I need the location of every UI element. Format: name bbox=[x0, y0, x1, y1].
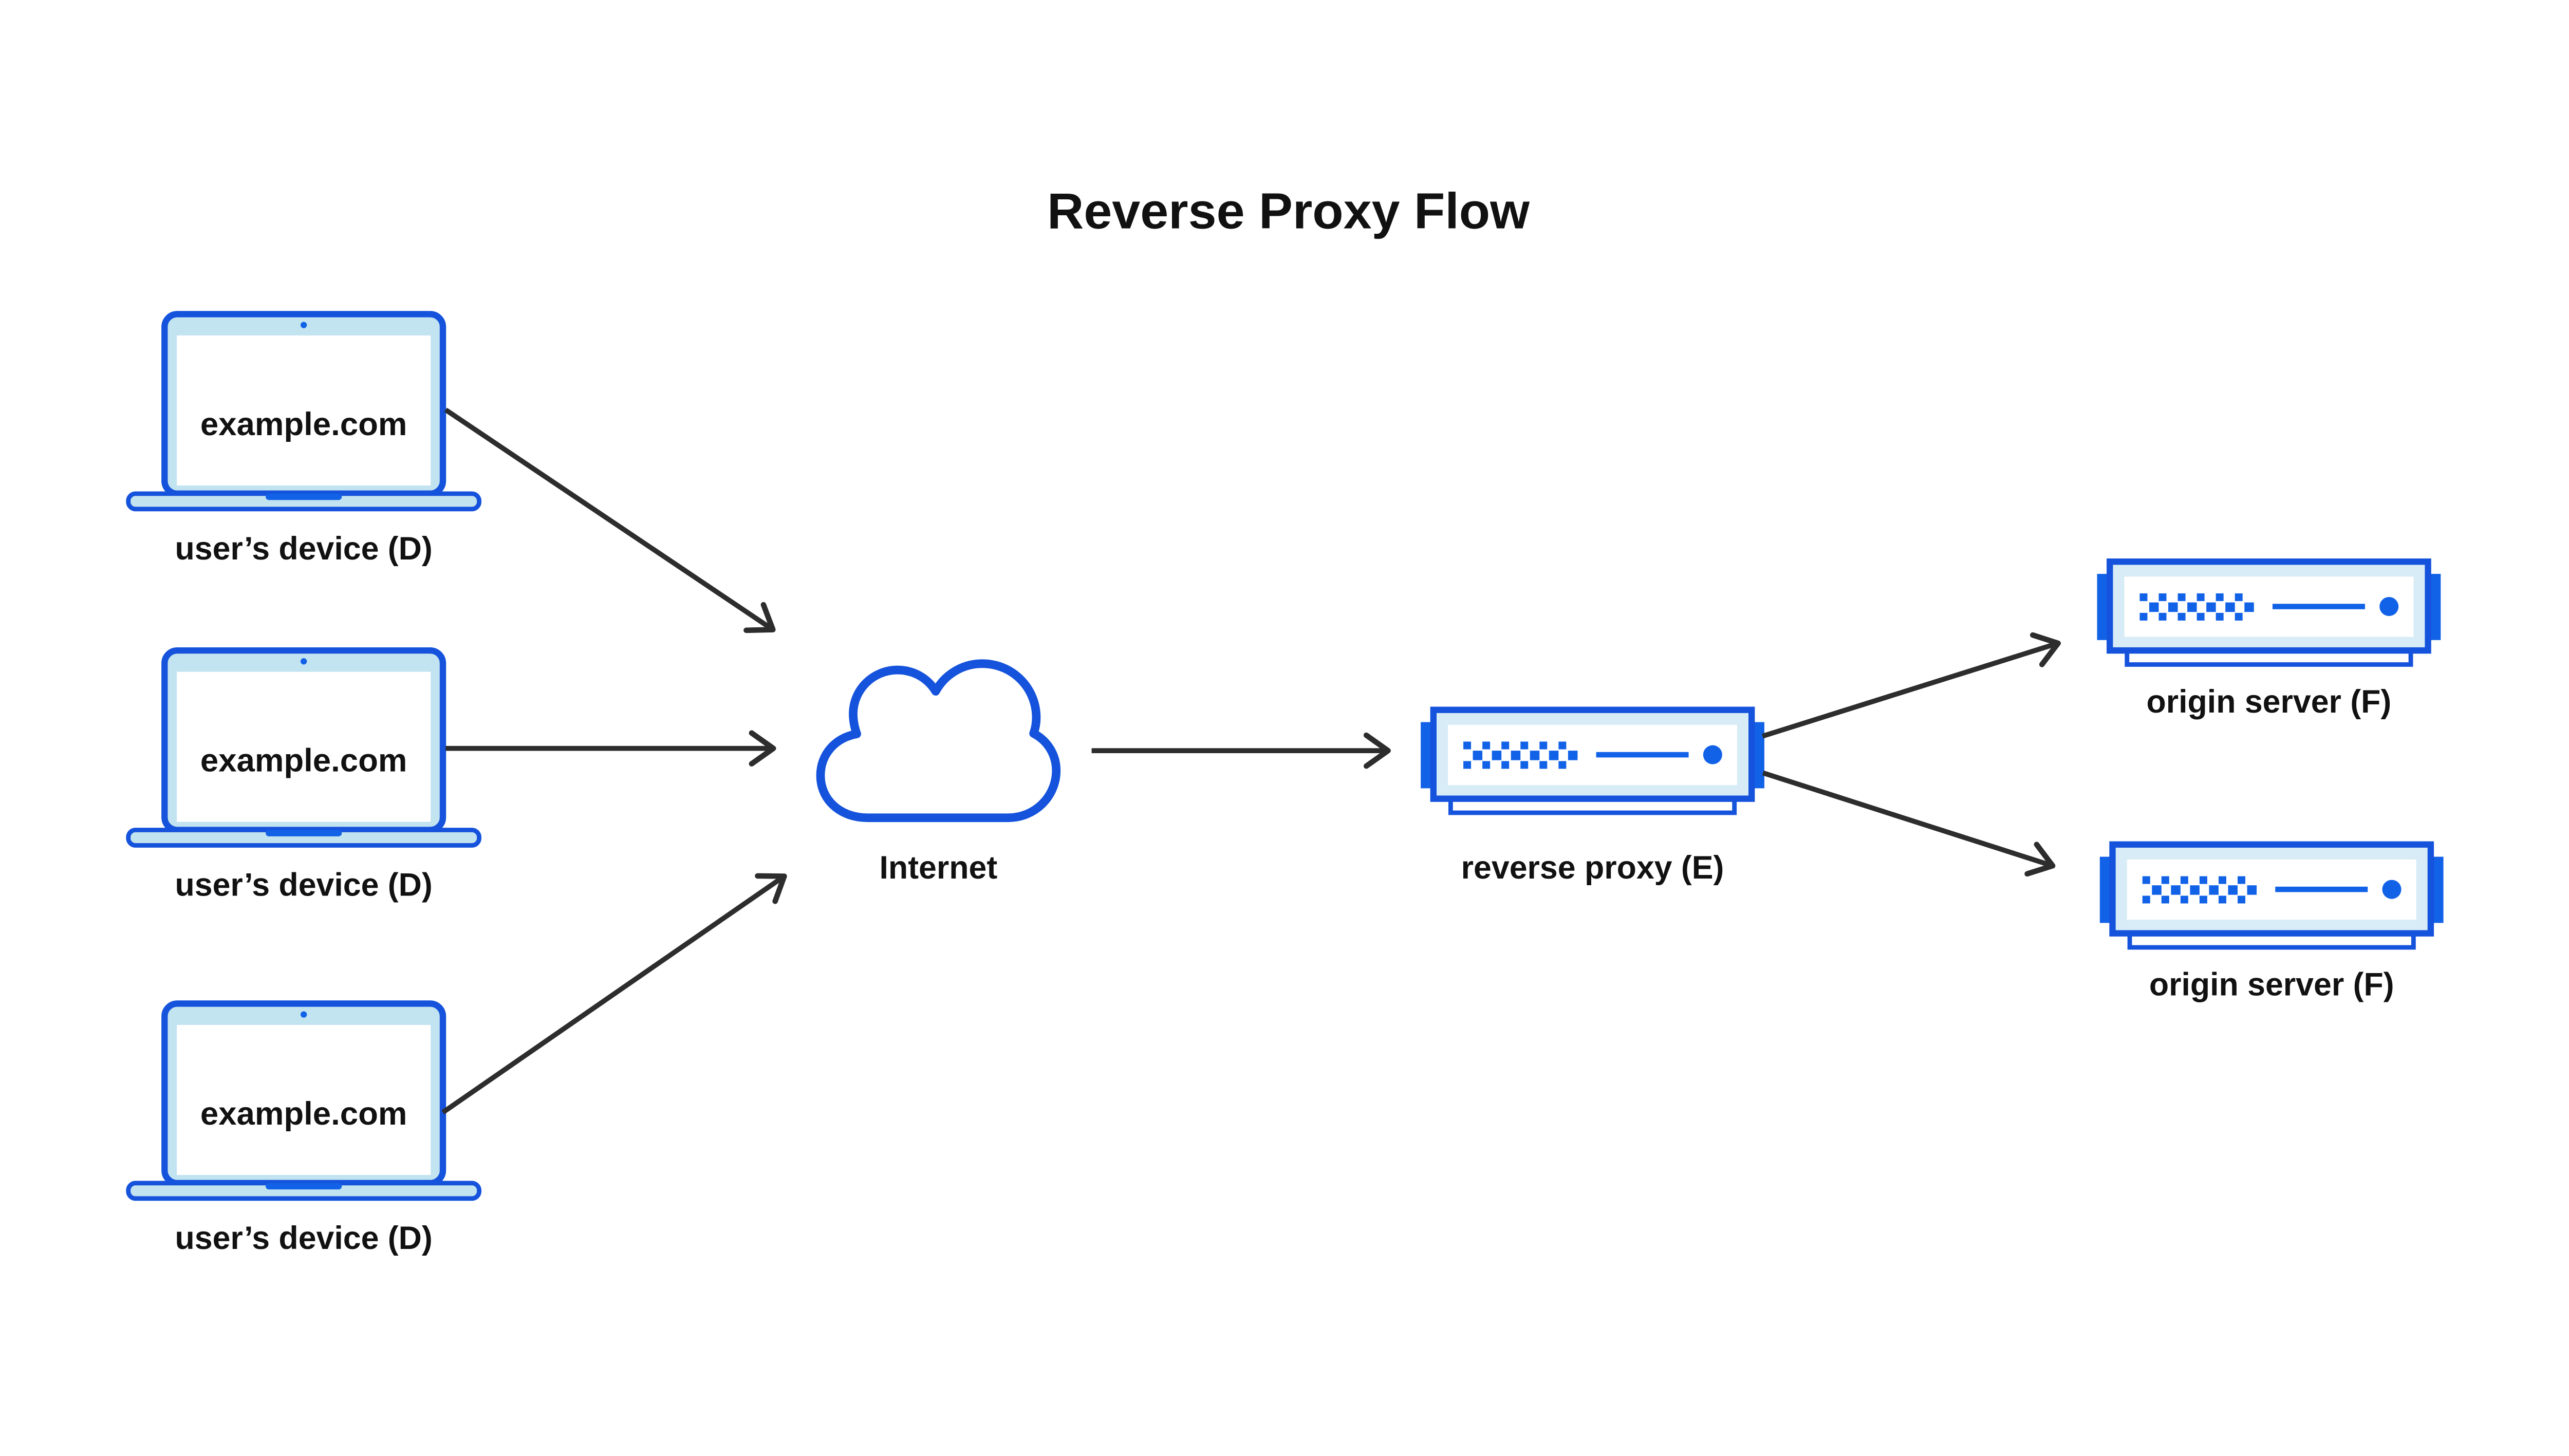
node-user-device-1: example.com user’s device (D) bbox=[128, 314, 479, 567]
device-label: user’s device (D) bbox=[175, 531, 433, 567]
server-icon bbox=[1421, 710, 1764, 813]
node-user-device-2: example.com user’s device (D) bbox=[128, 650, 479, 903]
node-origin-server-2: origin server (F) bbox=[2100, 845, 2444, 1003]
device-label: user’s device (D) bbox=[175, 1220, 433, 1256]
arrow-proxy-to-origin2 bbox=[1762, 770, 2056, 877]
page-title: Reverse Proxy Flow bbox=[1047, 183, 1530, 239]
origin-server-label: origin server (F) bbox=[2147, 684, 2392, 720]
arrow-proxy-to-origin1 bbox=[1761, 632, 2061, 739]
arrow-device1-to-internet bbox=[444, 407, 776, 633]
node-reverse-proxy: reverse proxy (E) bbox=[1421, 710, 1764, 886]
server-icon bbox=[2100, 845, 2444, 947]
server-icon bbox=[2097, 562, 2441, 664]
node-internet: Internet bbox=[816, 659, 1061, 886]
origin-server-label: origin server (F) bbox=[2149, 967, 2394, 1003]
internet-label: Internet bbox=[880, 850, 998, 886]
arrow-device3-to-internet bbox=[441, 873, 787, 1115]
device-screen-text: example.com bbox=[200, 742, 407, 779]
device-screen-text: example.com bbox=[200, 406, 407, 442]
cloud-icon bbox=[816, 659, 1061, 823]
node-user-device-3: example.com user’s device (D) bbox=[128, 1003, 479, 1256]
node-origin-server-1: origin server (F) bbox=[2097, 562, 2441, 720]
device-screen-text: example.com bbox=[200, 1095, 407, 1132]
reverse-proxy-label: reverse proxy (E) bbox=[1461, 850, 1724, 886]
device-label: user’s device (D) bbox=[175, 867, 433, 903]
